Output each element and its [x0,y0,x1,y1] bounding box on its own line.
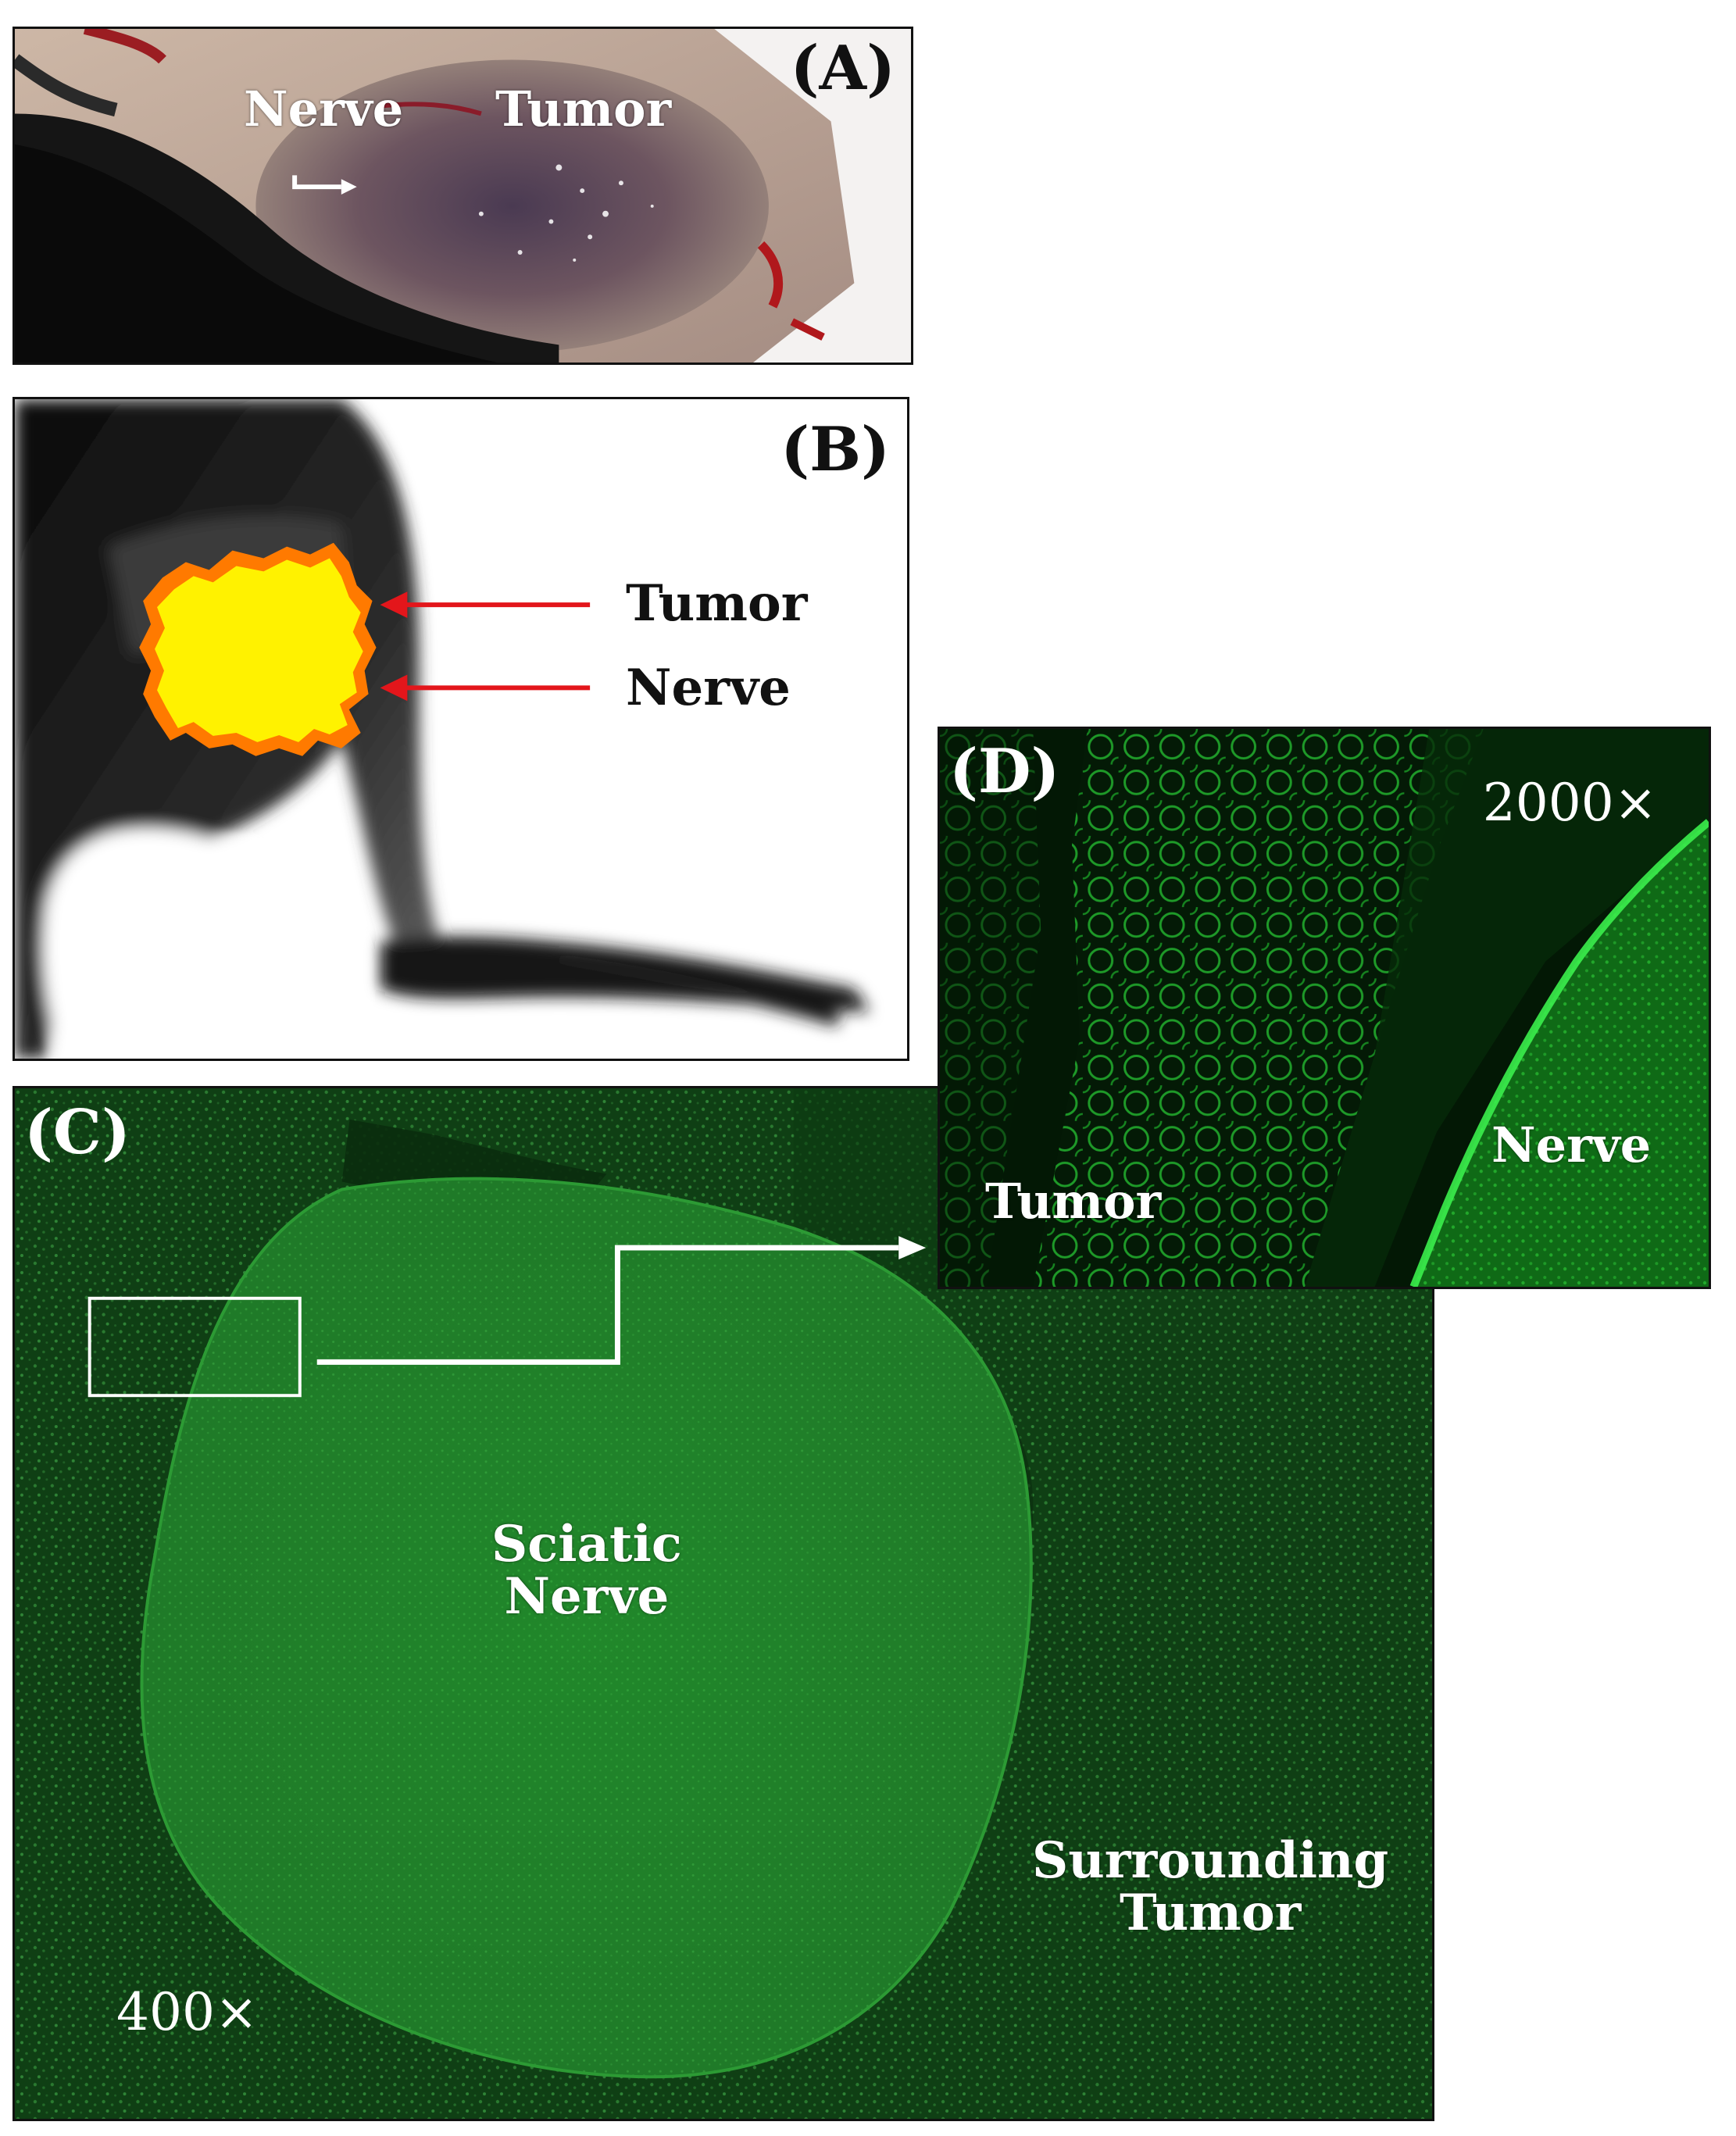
sciatic-label-line1: Sciatic [491,1515,682,1573]
panel-d-tumor-label: Tumor [985,1173,1162,1230]
micrograph-2000x-image [940,729,1709,1287]
surrounding-label-line1: Surrounding [1032,1831,1389,1890]
panel-d-label: (D) [949,736,1060,807]
connector-arrow [316,1245,899,1365]
nerve-region [1413,822,1709,1287]
panel-b-nerve-label: Nerve [626,659,791,717]
surrounding-tumor-label: Surrounding Tumor [1032,1831,1389,1943]
magnification-400x: 400× [116,1982,259,2042]
panel-a-photo: (A) Nerve Tumor [13,27,913,365]
surrounding-label-line2: Tumor [1119,1884,1302,1943]
panel-b-tumor-label: Tumor [626,574,808,633]
nerve-boundary [1409,819,1709,1287]
panel-a-label: (A) [790,33,895,104]
panel-c-label: (C) [24,1097,130,1168]
sciatic-nerve-label: Sciatic Nerve [491,1518,682,1623]
tumor-hotspot [139,542,377,756]
nerve-pointer-arrow [292,175,341,190]
surgical-photo [15,29,911,363]
panel-b-label: (B) [780,414,890,485]
sciatic-label-line2: Nerve [504,1567,670,1627]
magnification-2000x: 2000× [1482,773,1657,833]
panel-d-nerve-label: Nerve [1491,1116,1652,1173]
inset-box [88,1296,302,1398]
panel-a-tumor-label: Tumor [495,80,672,138]
panel-b-fluorescence-overlay: (B) Tumor Nerve [13,397,909,1061]
fluorescence-image [15,399,907,1059]
panel-a-nerve-label: Nerve [244,80,404,138]
panel-d-micrograph-2000x: (D) 2000× Tumor Nerve [938,727,1711,1289]
